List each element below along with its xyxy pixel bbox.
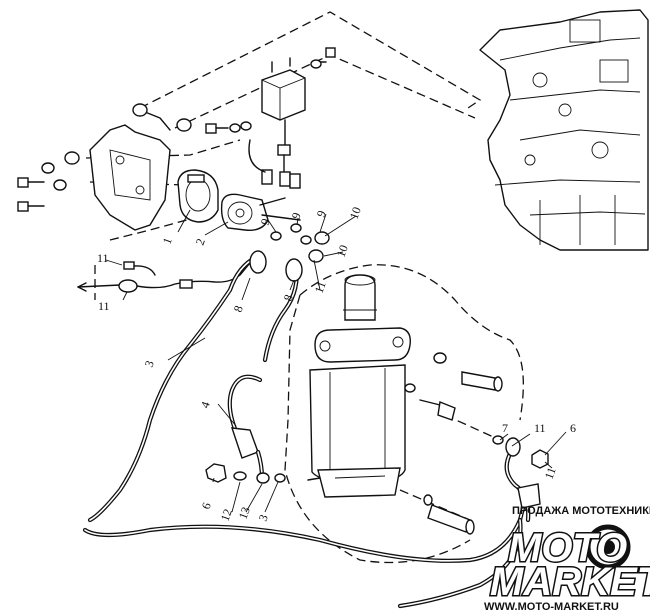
part-1-clamp — [177, 169, 219, 223]
callout-2: 2 — [193, 237, 208, 247]
callout-leaders — [105, 209, 567, 513]
nut-10b — [308, 249, 324, 263]
engine-block — [479, 9, 649, 251]
callout-6-right: 11 — [542, 465, 559, 481]
callout-3-left: 3 — [142, 359, 157, 369]
bolt-left-2 — [17, 201, 45, 212]
callout-11c: 6 — [570, 421, 576, 435]
callout-1: 1 — [160, 236, 175, 246]
callout-11b: 3 — [256, 513, 271, 523]
callout-12: 11 — [98, 299, 110, 313]
bolt-top-right — [310, 47, 336, 69]
callout-9d: 10 — [347, 205, 364, 221]
watermark-gear-icon — [585, 524, 631, 570]
washer-9b — [290, 223, 302, 233]
callout-11a: 12 — [218, 507, 235, 523]
through-bolt-upper — [461, 371, 503, 392]
callout-9a: 9 — [258, 217, 273, 227]
cable-right — [504, 437, 541, 523]
nut-top-1 — [132, 103, 148, 117]
callout-9c: 9 — [314, 209, 329, 219]
washer-left-3 — [64, 151, 80, 165]
stud-bolt — [419, 399, 456, 421]
washer-left-1 — [41, 162, 55, 174]
lower-terminal-hardware — [205, 435, 549, 484]
nut-top-2 — [176, 118, 192, 132]
callout-3-right: 11 — [534, 421, 546, 435]
callout-11d: 7 — [502, 421, 508, 435]
callout-9e: 11 — [312, 279, 329, 295]
callout-13: 11 — [97, 251, 109, 265]
relay-block — [248, 57, 306, 189]
ground-cable — [82, 497, 528, 609]
fuse-harness — [77, 257, 255, 293]
nut-10a — [314, 231, 330, 245]
watermark-logo-line2: MARKET — [490, 560, 650, 604]
cable-8 — [262, 258, 303, 363]
watermark-top-text: ПРОДАЖА МОТОТЕХНИКИ — [512, 505, 650, 517]
callout-8-left: 8 — [231, 304, 246, 314]
watermark: ПРОДАЖА МОТОТЕХНИКИ MOTO MARKET WWW.MOTO… — [484, 505, 650, 613]
callout-4: 4 — [198, 400, 213, 410]
callout-9b: 9 — [289, 211, 304, 221]
callout-labels: 1 2 3 4 6 8 8 9 9 9 10 10 11 11 11 12 13… — [97, 205, 576, 523]
cable-3 — [87, 250, 267, 523]
cable-4 — [227, 374, 265, 481]
washer-9c — [300, 235, 312, 245]
callout-10: 10 — [334, 243, 351, 259]
washer-9a — [270, 231, 282, 241]
mounting-bracket — [89, 109, 171, 231]
callout-6-left: 6 — [199, 501, 214, 511]
part-2-starter-relay — [220, 193, 301, 231]
bolt-top-center — [205, 121, 252, 134]
callout-8-right: 8 — [281, 293, 296, 303]
watermark-url: WWW.MOTO-MARKET.RU — [484, 601, 619, 613]
through-bolt-lower — [423, 494, 475, 535]
bolt-left-1 — [17, 177, 45, 188]
starter-motor — [307, 274, 411, 498]
washer-upper — [433, 352, 447, 364]
washer-left-2 — [53, 179, 67, 191]
watermark-logo-line1: MOTO — [508, 526, 627, 570]
callout-7: 13 — [236, 505, 253, 521]
washer-mid — [404, 383, 416, 393]
dashed-leaders — [85, 11, 524, 564]
